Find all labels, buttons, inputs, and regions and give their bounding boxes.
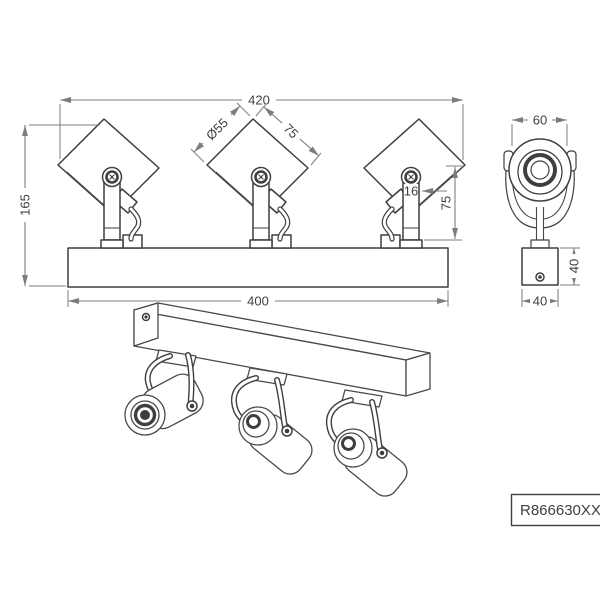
stem-height-label: 75 bbox=[439, 196, 454, 210]
dim-base-height: 40 bbox=[560, 247, 582, 286]
perspective-spot-1 bbox=[124, 352, 204, 436]
side-view: 60 40 40 bbox=[503, 113, 582, 309]
front-width-label: 420 bbox=[248, 93, 270, 108]
bar-length-label: 400 bbox=[247, 294, 269, 309]
perspective-spot-2 bbox=[234, 378, 317, 479]
base-height-label: 40 bbox=[567, 259, 582, 273]
perspective-view bbox=[124, 302, 431, 501]
side-canopy-flange bbox=[530, 239, 550, 249]
dim-side-width: 60 bbox=[511, 113, 568, 146]
dim-base-width: 40 bbox=[521, 289, 559, 309]
side-width-label: 60 bbox=[533, 113, 547, 128]
front-view: 420 165 400 bbox=[18, 93, 466, 309]
product-code-box: R866630XX bbox=[510, 493, 600, 527]
front-height-label: 165 bbox=[18, 194, 33, 216]
perspective-bar-right-end bbox=[405, 352, 431, 397]
dim-stem-height: 75 bbox=[424, 165, 462, 241]
dim-total-width: 420 bbox=[59, 93, 464, 160]
dim-bar-length: 400 bbox=[67, 290, 449, 309]
front-spot-1 bbox=[58, 119, 159, 248]
dim-stem-width: 16 bbox=[404, 184, 447, 199]
perspective-bar-left-end bbox=[133, 302, 159, 347]
base-width-label: 40 bbox=[533, 294, 547, 309]
side-mount-block bbox=[521, 247, 559, 286]
perspective-spot-3 bbox=[329, 400, 412, 501]
stem-width-label: 16 bbox=[404, 184, 418, 199]
mounting-bar bbox=[67, 247, 449, 288]
dim-total-height: 165 bbox=[18, 124, 100, 287]
product-code: R866630XX bbox=[520, 502, 600, 519]
dim-head-length: 75 bbox=[255, 103, 322, 166]
